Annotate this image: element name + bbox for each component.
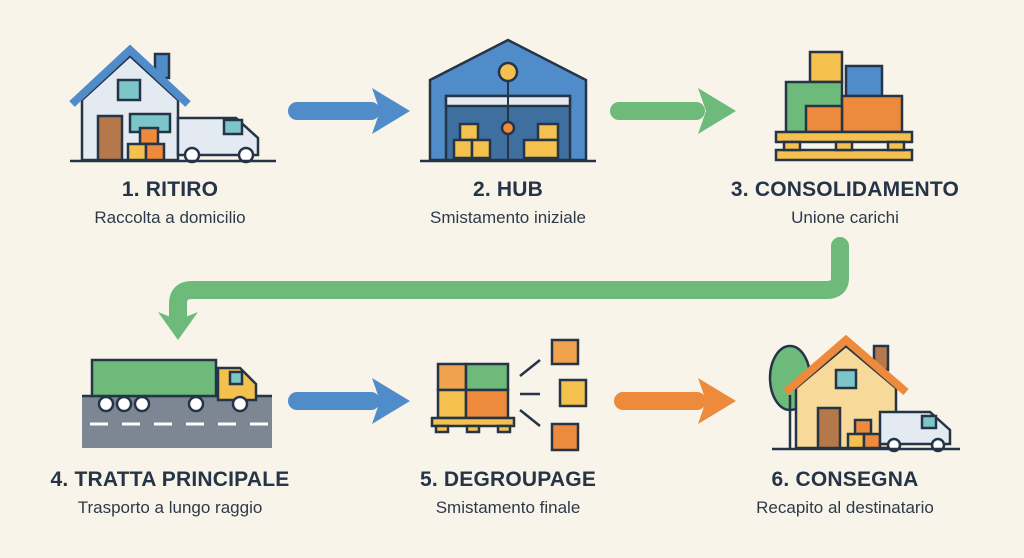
truck-road-icon — [82, 358, 272, 448]
step-subtitle: Smistamento iniziale — [430, 208, 586, 227]
arrow-2-to-3 — [610, 88, 736, 134]
step-title: 6. CONSEGNA — [771, 468, 919, 491]
step-3: 3. CONSOLIDAMENTO Unione carichi — [685, 178, 1005, 228]
step-title: 5. DEGROUPAGE — [419, 468, 597, 491]
step-subtitle: Recapito al destinatario — [756, 498, 934, 517]
house-van-icon — [69, 44, 276, 164]
step-subtitle: Raccolta a domicilio — [94, 208, 246, 227]
arrow-1-to-2 — [288, 88, 410, 134]
split-boxes-icon — [430, 338, 588, 452]
arrow-3-to-4 — [158, 237, 849, 340]
step-1: 1. RITIRO Raccolta a domicilio — [10, 178, 330, 228]
step-title: 2. HUB — [472, 178, 544, 201]
step-2: 2. HUB Smistamento iniziale — [348, 178, 668, 228]
pallet-boxes-icon — [774, 50, 914, 162]
step-title: 1. RITIRO — [121, 178, 219, 201]
step-4: 4. TRATTA PRINCIPALE Trasporto a lungo r… — [10, 468, 330, 518]
arrow-4-to-5 — [288, 378, 410, 424]
step-subtitle: Smistamento finale — [435, 498, 581, 517]
step-6: 6. CONSEGNA Recapito al destinatario — [685, 468, 1005, 518]
warehouse-icon — [420, 38, 596, 163]
step-title: 3. CONSOLIDAMENTO — [730, 178, 960, 201]
step-subtitle: Trasporto a lungo raggio — [77, 498, 263, 517]
step-subtitle: Unione carichi — [791, 208, 899, 227]
step-title: 4. TRATTA PRINCIPALE — [50, 468, 290, 491]
step-5: 5. DEGROUPAGE Smistamento finale — [348, 468, 668, 518]
arrow-5-to-6 — [614, 378, 736, 424]
house-delivery-icon — [768, 334, 960, 453]
